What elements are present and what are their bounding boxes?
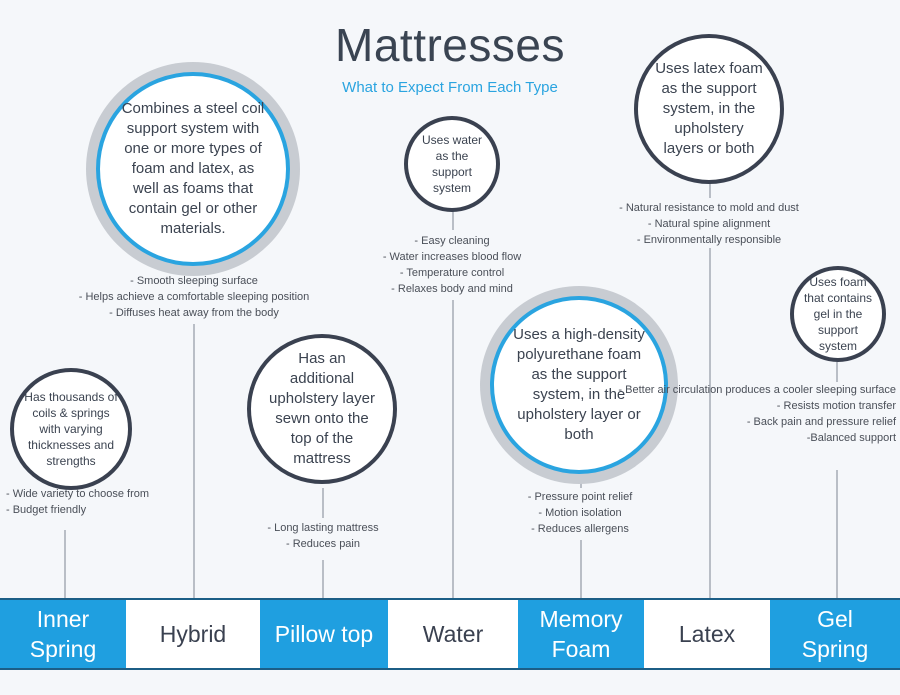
pillow-top-description: Has an additional upholstery layer sewn … (247, 334, 397, 484)
list-item: - Environmentally responsible (636, 234, 782, 246)
inner-spring-features: - Wide variety to choose from - Budget f… (6, 486, 149, 518)
latex-description: Uses latex foam as the support system, i… (634, 34, 784, 184)
connector-line-pillow-top (322, 488, 324, 518)
list-item: - Reduces pain (286, 538, 360, 550)
page-title: Mattresses (335, 19, 565, 71)
list-item: - Diffuses heat away from the body (109, 307, 279, 319)
hybrid-features: - Smooth sleeping surface - Helps achiev… (44, 273, 344, 321)
gel-spring-description: Uses foam that contains gel in the suppo… (790, 266, 886, 362)
list-item: - Budget friendly (6, 504, 87, 516)
type-label-gel-spring: Gel Spring (770, 600, 900, 668)
connector-line-water-lower (452, 300, 454, 598)
type-label-hybrid: Hybrid (126, 600, 260, 668)
type-label-pillow-top: Pillow top (260, 600, 388, 668)
list-item: - Better air circulation produces a cool… (618, 384, 896, 396)
list-item: - Pressure point relief (527, 491, 633, 503)
connector-line-gel-spring-lower (836, 470, 838, 598)
connector-line-inner-spring (64, 530, 66, 598)
list-item: - Temperature control (399, 267, 505, 279)
list-item: - Easy cleaning (414, 235, 490, 247)
pillow-top-features: - Long lasting mattress - Reduces pain (243, 520, 403, 552)
type-label-latex: Latex (644, 600, 770, 668)
gel-spring-features: - Better air circulation produces a cool… (618, 382, 896, 446)
list-item: - Reduces allergens (531, 523, 629, 535)
memory-foam-features: - Pressure point relief - Motion isolati… (500, 489, 660, 537)
type-label-inner-spring: Inner Spring (0, 600, 126, 668)
list-item: - Natural resistance to mold and dust (619, 202, 799, 214)
memory-foam-description: Uses a high-density polyurethane foam as… (490, 296, 668, 474)
water-description: Uses water as the support system (404, 116, 500, 212)
connector-line-gel-spring (836, 362, 838, 382)
list-item: - Wide variety to choose from (6, 488, 150, 500)
connector-line-memory-foam (580, 470, 582, 488)
list-item: - Back pain and pressure relief (746, 416, 896, 428)
water-features: - Easy cleaning - Water increases blood … (352, 233, 552, 297)
inner-spring-description: Has thousands of coils & springs with va… (10, 368, 132, 490)
type-label-water: Water (388, 600, 518, 668)
connector-line-memory-foam-lower (580, 540, 582, 598)
list-item: - Motion isolation (538, 507, 622, 519)
mattress-type-bar: Inner Spring Hybrid Pillow top Water Mem… (0, 598, 900, 670)
list-item: - Smooth sleeping surface (130, 275, 258, 287)
type-label-memory-foam: Memory Foam (518, 600, 644, 668)
list-item: - Helps achieve a comfortable sleeping p… (78, 291, 310, 303)
hybrid-description: Combines a steel coil support system wit… (96, 72, 290, 266)
list-item: - Water increases blood flow (382, 251, 522, 263)
page-subtitle: What to Expect From Each Type (342, 79, 558, 96)
connector-line-water (452, 210, 454, 230)
list-item: - Resists motion transfer (776, 400, 896, 412)
latex-features: - Natural resistance to mold and dust - … (609, 200, 809, 248)
connector-line-pillow-top-lower (322, 560, 324, 598)
connector-line-latex (709, 178, 711, 198)
list-item: - Natural spine alignment (647, 218, 771, 230)
list-item: - Relaxes body and mind (391, 283, 513, 295)
connector-line-latex-lower (709, 248, 711, 598)
connector-line-hybrid (193, 324, 195, 598)
list-item: -Balanced support (806, 432, 896, 444)
list-item: - Long lasting mattress (267, 522, 379, 534)
